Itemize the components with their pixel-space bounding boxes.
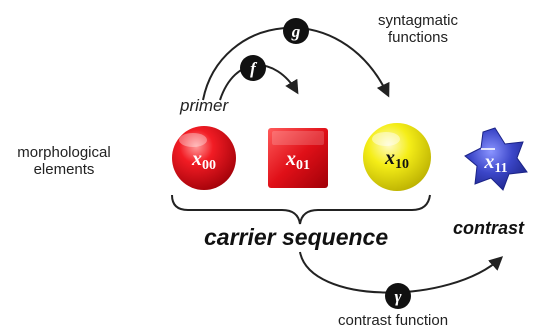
- function-badge-g: g: [283, 18, 309, 44]
- function-badge-gamma: γ: [385, 283, 411, 309]
- svg-text:x00: x00: [191, 148, 216, 173]
- morphological-elements-label: morphological elements: [4, 144, 124, 179]
- element-x01: x01: [268, 128, 328, 188]
- svg-text:γ: γ: [394, 287, 402, 306]
- syntagmatic-functions-label: syntagmatic functions: [363, 12, 473, 47]
- carrier-brace: [171, 194, 431, 225]
- element-x00: x00: [172, 126, 236, 190]
- svg-text:x11: x11: [483, 151, 507, 176]
- svg-text:x10: x10: [384, 147, 409, 172]
- svg-text:f: f: [250, 59, 258, 78]
- svg-text:g: g: [291, 22, 301, 41]
- primer-label: primer: [180, 96, 229, 115]
- element-x11-star: x11: [464, 127, 528, 191]
- contrast-function-label: contrast function: [338, 312, 449, 329]
- carrier-sequence-label: carrier sequence: [204, 224, 389, 250]
- arc-gamma: [299, 251, 504, 294]
- function-badge-f: f: [240, 55, 266, 81]
- element-x10: x10: [363, 123, 431, 191]
- syntagmatic-line2: functions: [387, 29, 449, 47]
- contrast-label: contrast: [453, 218, 525, 238]
- syntagmatic-line1: syntagmatic: [377, 12, 459, 29]
- morphological-line1: morphological: [17, 144, 111, 161]
- svg-text:x01: x01: [285, 148, 310, 173]
- morphological-line2: elements: [33, 161, 95, 179]
